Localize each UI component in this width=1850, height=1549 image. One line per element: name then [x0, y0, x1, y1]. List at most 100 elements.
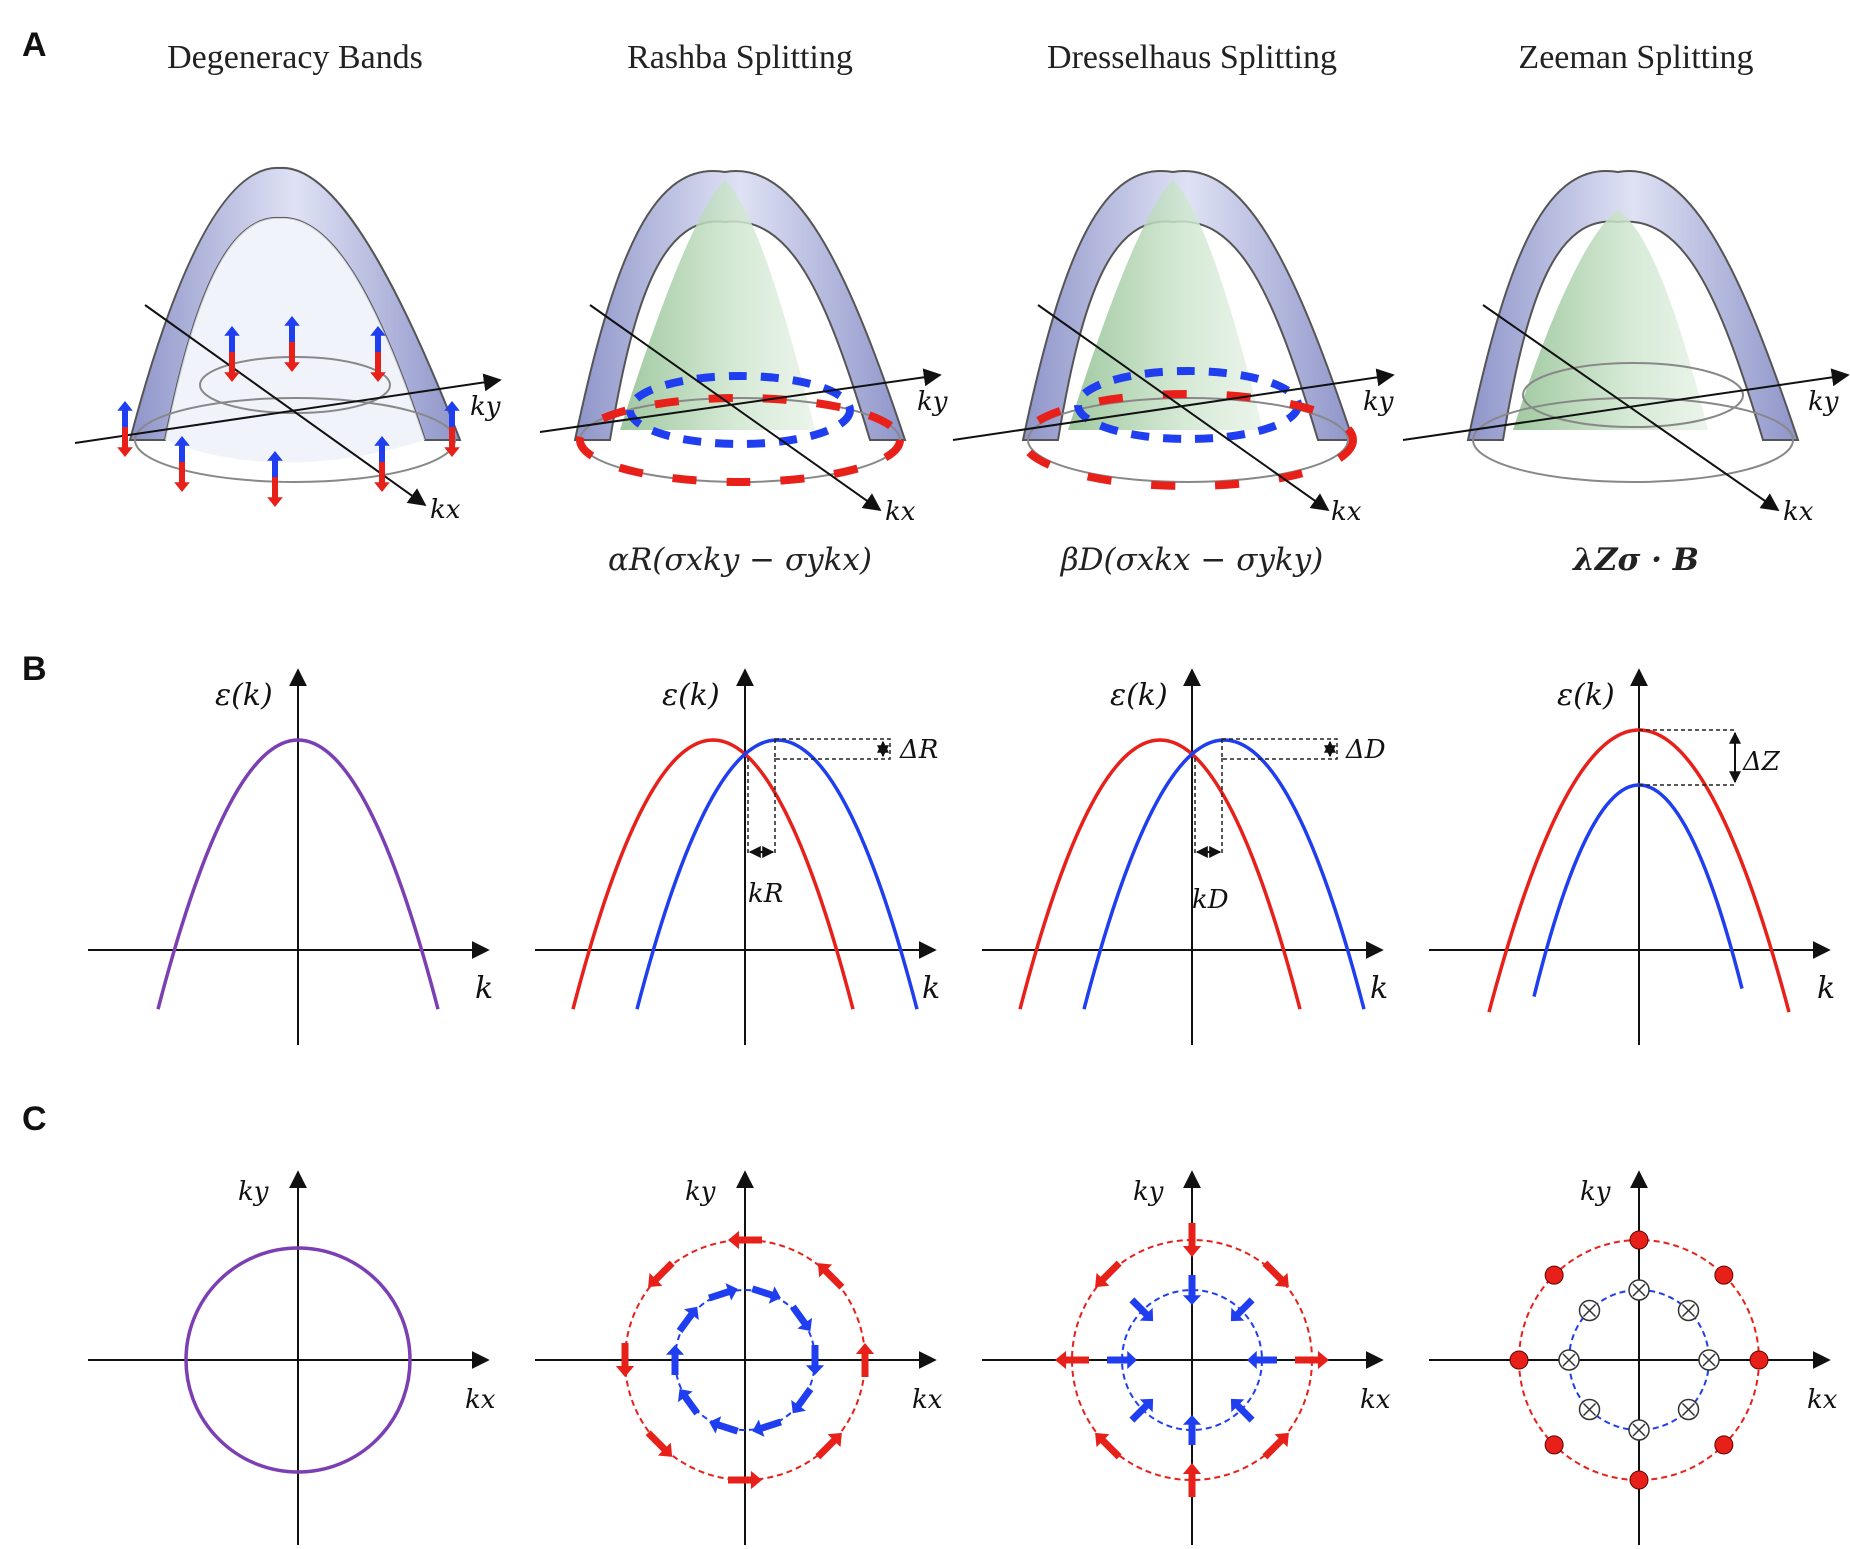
arrow-shaft [651, 1260, 675, 1285]
outer-spin-arrow-icon [615, 1343, 635, 1377]
kx-label-c3: kx [1360, 1385, 1391, 1415]
delta-z-label: ΔZ [1742, 747, 1781, 777]
arrow-shaft [680, 1392, 701, 1416]
arrow-shaft [1233, 1297, 1255, 1319]
inner-spin-arrow-icon [1182, 1415, 1202, 1445]
circle-times-cross [1681, 1303, 1696, 1318]
inner-spin-arrow-icon [676, 1306, 699, 1334]
circle-times-icon [1698, 1349, 1720, 1371]
arrow-head [1182, 1463, 1202, 1475]
kx-label-c2: kx [912, 1385, 943, 1415]
arrow-head [374, 482, 390, 492]
column-title-degeneracy: Degeneracy Bands [167, 39, 423, 76]
arrow-head [1095, 1272, 1110, 1288]
arrow-head [284, 362, 300, 372]
outer-spin-arrow-icon [728, 1230, 762, 1250]
circle-times-icon [1628, 1279, 1650, 1301]
outer-spin-arrow-icon [855, 1343, 875, 1377]
arrow-head [1139, 1398, 1154, 1413]
row-a-spin-arrows [117, 316, 460, 507]
spin-out-dot-icon [1629, 1230, 1649, 1250]
circle-times-cross [1582, 1303, 1597, 1318]
spin-down-arrow-icon [117, 427, 133, 457]
k-label-b2: k [922, 971, 940, 1006]
circle-times-icon [1677, 1299, 1700, 1322]
arrow-head [284, 316, 300, 326]
column-title-zeeman: Zeeman Splitting [1518, 39, 1753, 76]
inner-spin-arrow-icon [709, 1416, 739, 1435]
circle-times-cross [1681, 1402, 1696, 1417]
formula-rashba: αR(σxky − σykx) [608, 542, 872, 578]
arrow-head [174, 436, 190, 446]
arrow-shaft [757, 1418, 782, 1433]
arrow-head [224, 372, 240, 382]
spin-down-band-curve [1082, 738, 1366, 1010]
delta-box [774, 738, 891, 760]
circle-times-icon [1578, 1398, 1601, 1421]
arrow-shaft [1098, 1260, 1122, 1285]
panel-letter-c: C [22, 1100, 47, 1138]
k-r-label: kR [748, 879, 783, 909]
inner-spin-arrow-icon [752, 1418, 782, 1437]
ky-label-c4: ky [1580, 1177, 1611, 1207]
arrow-head [370, 326, 386, 336]
arrow-head [1182, 1295, 1202, 1305]
arrow-shaft [1129, 1401, 1151, 1423]
energy-label-b1: ε(k) [215, 678, 273, 713]
arrow-shaft [645, 1430, 670, 1454]
row-c-spin-textures [88, 1170, 1831, 1545]
arrow-head [1139, 1307, 1154, 1322]
ky-label-c3: ky [1133, 1177, 1164, 1207]
arrow-head [709, 1416, 722, 1434]
spin-out-dot-icon [1509, 1350, 1529, 1370]
arrow-shaft [793, 1386, 814, 1410]
arrow-head [1274, 1272, 1289, 1288]
outer-spin-arrow-icon [817, 1263, 845, 1290]
arrow-head [1274, 1432, 1289, 1448]
arrow-head [684, 1306, 699, 1320]
arrow-head [827, 1432, 842, 1448]
inner-spin-arrow-icon [677, 1389, 701, 1416]
outer-spin-arrow-icon [1295, 1350, 1329, 1370]
arrow-head [725, 1283, 738, 1301]
arrow-shaft [820, 1266, 845, 1290]
kx-label-a2: kx [885, 497, 916, 527]
inner-spin-arrow-icon [1129, 1398, 1154, 1423]
arrow-shaft [1129, 1297, 1151, 1319]
spin-down-arrow-icon [284, 342, 300, 372]
outer-spin-arrow-icon [1055, 1350, 1089, 1370]
inner-spin-arrow-icon [805, 1345, 825, 1375]
ky-label-a3: ky [1363, 387, 1394, 417]
degenerate-3d-band: ky kx [74, 166, 502, 525]
spin-down-band-curve [1532, 783, 1744, 997]
panel-letter-b: B [22, 650, 47, 688]
kx-label-a4: kx [1783, 497, 1814, 527]
degenerate-band-curve [156, 738, 440, 1010]
arrow-head [750, 1470, 762, 1490]
arrow-head [648, 1272, 663, 1288]
arrow-head [817, 1263, 833, 1278]
arrow-head [1247, 1350, 1257, 1370]
outer-spin-arrow-icon [1182, 1463, 1202, 1497]
k-label-b3: k [1370, 971, 1388, 1006]
circle-times-cross [1632, 1423, 1646, 1437]
panel-letter-a: A [22, 26, 47, 64]
arrow-head [1095, 1432, 1110, 1448]
outer-spin-arrow-icon [648, 1260, 675, 1288]
kx-label-a3: kx [1331, 497, 1362, 527]
spin-down-arrow-icon [444, 427, 460, 457]
inner-spin-arrow-icon [789, 1304, 813, 1331]
row-b-dispersion [88, 668, 1831, 1045]
inner-spin-arrow-icon [1182, 1275, 1202, 1305]
spin-out-dot-icon [1749, 1350, 1769, 1370]
arrow-shaft [714, 1420, 739, 1435]
arrow-head [752, 1419, 765, 1437]
spin-down-arrow-icon [374, 462, 390, 492]
arrow-head [855, 1343, 875, 1355]
arrow-head [444, 447, 460, 457]
inner-spin-arrow-icon [708, 1283, 738, 1302]
arrow-shaft [1262, 1260, 1286, 1285]
spin-up-band-curve [571, 738, 855, 1010]
arrow-head [1182, 1415, 1202, 1425]
arrow-shaft [1233, 1401, 1255, 1423]
